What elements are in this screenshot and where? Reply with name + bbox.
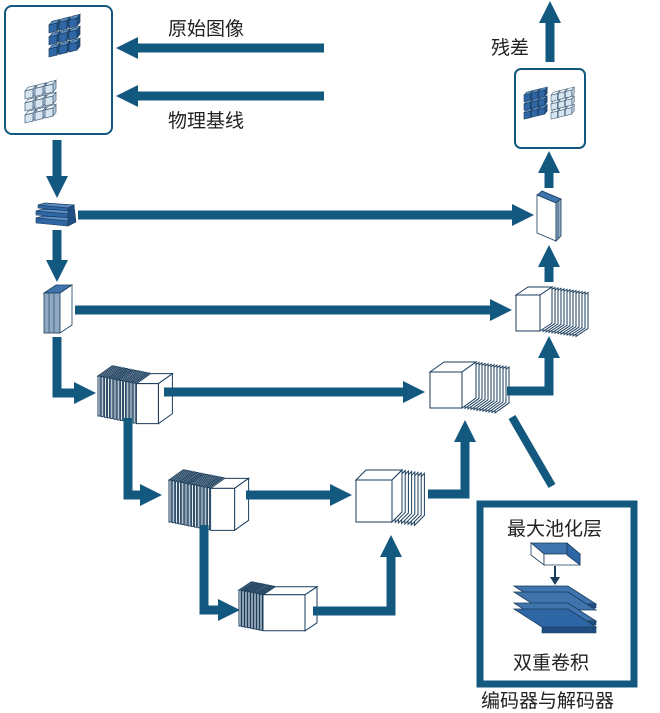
cube-layer [171, 480, 175, 524]
cube-layer [168, 479, 172, 523]
cube-front [515, 294, 541, 332]
arrow-dec4-to-dec3 [428, 420, 476, 499]
original-image-arrow [116, 37, 324, 59]
enc-3-feature-map [96, 365, 174, 425]
dec-4-feature-map [354, 468, 425, 527]
cube-layer [113, 378, 117, 420]
cube-side [391, 468, 403, 524]
cube-layer [200, 485, 204, 529]
residual-label: 残差 [491, 37, 530, 59]
arrow-input-to-enc1 [46, 140, 68, 198]
cube-layer [259, 593, 263, 631]
cube-layer [126, 381, 130, 423]
physical-baseline-grid-icon [24, 79, 57, 124]
enc-4-feature-map [167, 469, 251, 532]
arrow-dec1-to-output [538, 151, 560, 188]
arrow-bottleneck-to-dec4 [313, 535, 402, 616]
double-conv-icon [512, 585, 598, 634]
cube-layer [116, 379, 120, 421]
cube-layer [247, 591, 251, 629]
cube-layer [190, 483, 194, 527]
cube-layer [184, 482, 188, 526]
cube-side [539, 286, 553, 332]
enc-2-feature-map [42, 284, 74, 334]
arrow-enc1-to-enc2 [46, 230, 68, 282]
cube-layer [256, 593, 260, 631]
residual-light-grid-icon [550, 86, 575, 120]
cube-layer [181, 482, 185, 526]
encoder-decoder-caption: 编码器与解码器 [481, 690, 615, 712]
cube-layer [132, 382, 136, 424]
max-pooling-icon [529, 542, 582, 566]
enc-1-feature-map [35, 202, 77, 227]
max-pooling-label: 最大池化层 [507, 518, 603, 540]
down-arrow-icon [550, 566, 560, 585]
cube-layer [174, 480, 178, 524]
cube-layer [250, 591, 254, 629]
original-image-grid-icon [48, 13, 81, 58]
dec-2-feature-map [514, 286, 589, 338]
cube-front [355, 479, 393, 523]
output-block [514, 68, 586, 149]
cube-layer [107, 377, 111, 419]
cube-layer [206, 487, 210, 531]
input-block [4, 5, 113, 135]
cube-layer [129, 381, 133, 423]
cube-layer [123, 380, 127, 422]
cube-layer [97, 375, 101, 417]
bottleneck-feature-map [237, 581, 319, 632]
arrow-enc3-to-enc4 [123, 418, 162, 506]
cube-layer [187, 483, 191, 527]
arrow-dec2-to-dec1 [538, 245, 560, 282]
dec-1-feature-map [536, 190, 562, 242]
residual-dark-grid-icon [523, 86, 548, 120]
physical-baseline-label: 物理基线 [168, 110, 245, 132]
skip-enc3-to-dec3 [164, 381, 425, 403]
legend-box [476, 500, 638, 688]
arrow-enc4-to-bottleneck [199, 525, 240, 621]
skip-enc1-to-dec1 [78, 204, 534, 226]
cube-layer [119, 379, 123, 421]
cube-front [262, 594, 306, 632]
arrow-dec3-to-dec2 [507, 336, 560, 396]
cube-front [210, 487, 236, 531]
cube-layer [110, 378, 114, 420]
dec-3-feature-map [428, 361, 510, 414]
cube-layer [253, 592, 257, 630]
legend-pointer-line [508, 414, 556, 489]
skip-enc2-to-dec2 [75, 299, 512, 321]
cube-layer [100, 376, 104, 418]
cube-layer [244, 590, 248, 628]
cube-front [135, 383, 159, 425]
cube-layer [103, 376, 107, 418]
cube-layer [194, 484, 198, 528]
arrow-enc2-to-enc3 [52, 337, 96, 404]
double-conv-label: 双重卷积 [513, 652, 590, 674]
cube-layer [238, 589, 242, 627]
cube-layer [203, 486, 207, 530]
cube-layer [178, 481, 182, 525]
cube-layer [241, 590, 245, 628]
residual-output-arrow [539, 1, 561, 62]
cube-front [429, 371, 463, 409]
original-image-label: 原始图像 [168, 18, 245, 40]
skip-enc4-to-dec4 [246, 484, 352, 506]
physical-baseline-arrow [116, 85, 324, 107]
cube-layer [197, 485, 201, 529]
